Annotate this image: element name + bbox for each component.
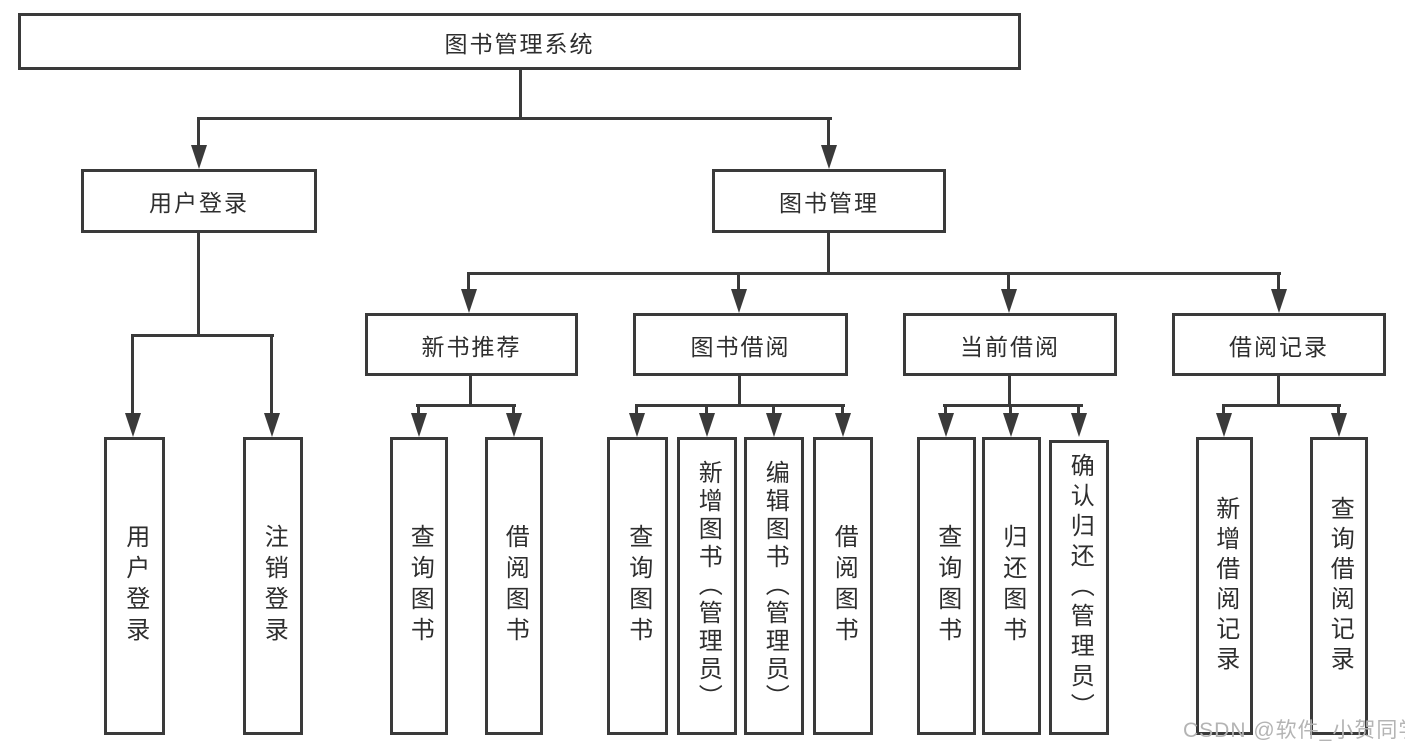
node-label: 图书管理系统 (444, 30, 595, 57)
arrow-down-icon (835, 413, 851, 437)
connector-line (1077, 404, 1080, 416)
node-label: 查询图书 (624, 524, 652, 648)
connector-line (705, 404, 708, 416)
arrow-down-icon (411, 413, 427, 437)
node-book-borrow: 图书借阅 (633, 313, 848, 376)
leaf-add-borrow-record: 新增借阅记录 (1196, 437, 1253, 735)
node-label: 注销登录 (260, 524, 288, 648)
node-label: 用户登录 (149, 190, 249, 216)
node-label: 新书推荐 (421, 333, 522, 360)
connector-line (635, 404, 845, 407)
arrow-down-icon (506, 413, 522, 437)
leaf-confirm-return-admin: 确认归还（管理员） (1049, 440, 1109, 735)
leaf-logout: 注销登录 (243, 437, 303, 735)
arrow-down-icon (264, 413, 280, 437)
connector-line (737, 272, 740, 291)
leaf-query-borrow-record: 查询借阅记录 (1310, 437, 1368, 735)
node-label: 借阅图书 (830, 524, 858, 648)
connector-line (197, 117, 200, 147)
arrow-down-icon (1001, 289, 1017, 313)
connector-line (1009, 404, 1012, 416)
arrow-down-icon (766, 413, 782, 437)
node-label: 查询图书 (933, 524, 961, 648)
arrow-down-icon (699, 413, 715, 437)
node-label: 当前借阅 (960, 333, 1060, 360)
leaf-query-books-current: 查询图书 (917, 437, 976, 735)
connector-line (772, 404, 775, 416)
node-current-borrow: 当前借阅 (903, 313, 1117, 376)
arrow-down-icon (731, 289, 747, 313)
connector-line (1337, 404, 1340, 416)
node-label: 确认归还（管理员） (1066, 452, 1094, 723)
node-label: 借阅记录 (1229, 333, 1329, 360)
leaf-return-books: 归还图书 (982, 437, 1041, 735)
node-root: 图书管理系统 (18, 13, 1021, 70)
connector-line (467, 272, 470, 291)
node-label: 图书借阅 (690, 333, 791, 360)
node-label: 借阅图书 (501, 524, 529, 648)
node-label: 新增借阅记录 (1211, 496, 1239, 676)
connector-line (1222, 404, 1225, 416)
connector-line (270, 334, 273, 414)
leaf-borrow-books: 借阅图书 (813, 437, 873, 735)
connector-line (1277, 272, 1280, 291)
connector-line (944, 404, 947, 416)
node-new-book-recommend: 新书推荐 (365, 313, 578, 376)
connector-line (1277, 376, 1280, 406)
arrow-down-icon (1216, 413, 1232, 437)
connector-line (1008, 376, 1011, 406)
connector-line (467, 272, 1281, 275)
connector-line (943, 404, 1083, 407)
csdn-watermark: CSDN @软件_小贺同学 (1183, 719, 1405, 742)
leaf-borrow-books-recommend: 借阅图书 (485, 437, 543, 735)
connector-line (519, 68, 522, 119)
node-label: 新增图书（管理员） (694, 460, 722, 712)
connector-line (738, 376, 741, 406)
leaf-user-login: 用户登录 (104, 437, 165, 735)
connector-line (198, 117, 832, 120)
leaf-query-books-recommend: 查询图书 (390, 437, 448, 735)
connector-line (512, 404, 515, 416)
connector-line (635, 404, 638, 416)
connector-line (1222, 404, 1341, 407)
arrow-down-icon (629, 413, 645, 437)
arrow-down-icon (125, 413, 141, 437)
arrow-down-icon (1003, 413, 1019, 437)
arrow-down-icon (938, 413, 954, 437)
node-label: 归还图书 (998, 524, 1026, 648)
connector-line (197, 233, 200, 336)
node-label: 查询借阅记录 (1326, 496, 1354, 676)
node-label: 图书管理 (779, 190, 879, 216)
node-label: 用户登录 (121, 524, 149, 648)
connector-line (827, 117, 830, 147)
arrow-down-icon (1071, 413, 1087, 437)
leaf-edit-books-admin: 编辑图书（管理员） (744, 437, 804, 735)
connector-line (827, 233, 830, 274)
node-book-management: 图书管理 (712, 169, 946, 233)
arrow-down-icon (191, 145, 207, 169)
arrow-down-icon (821, 145, 837, 169)
connector-line (841, 404, 844, 416)
connector-line (1007, 272, 1010, 291)
leaf-add-books-admin: 新增图书（管理员） (677, 437, 737, 735)
arrow-down-icon (1271, 289, 1287, 313)
node-borrow-records: 借阅记录 (1172, 313, 1386, 376)
node-label: 查询图书 (406, 524, 434, 648)
connector-line (417, 404, 420, 416)
node-user-login: 用户登录 (81, 169, 317, 233)
connector-line (416, 404, 516, 407)
connector-line (131, 334, 134, 414)
connector-line (131, 334, 274, 337)
node-label: 编辑图书（管理员） (761, 460, 789, 712)
leaf-query-books-borrow: 查询图书 (607, 437, 668, 735)
arrow-down-icon (461, 289, 477, 313)
arrow-down-icon (1331, 413, 1347, 437)
connector-line (469, 376, 472, 406)
